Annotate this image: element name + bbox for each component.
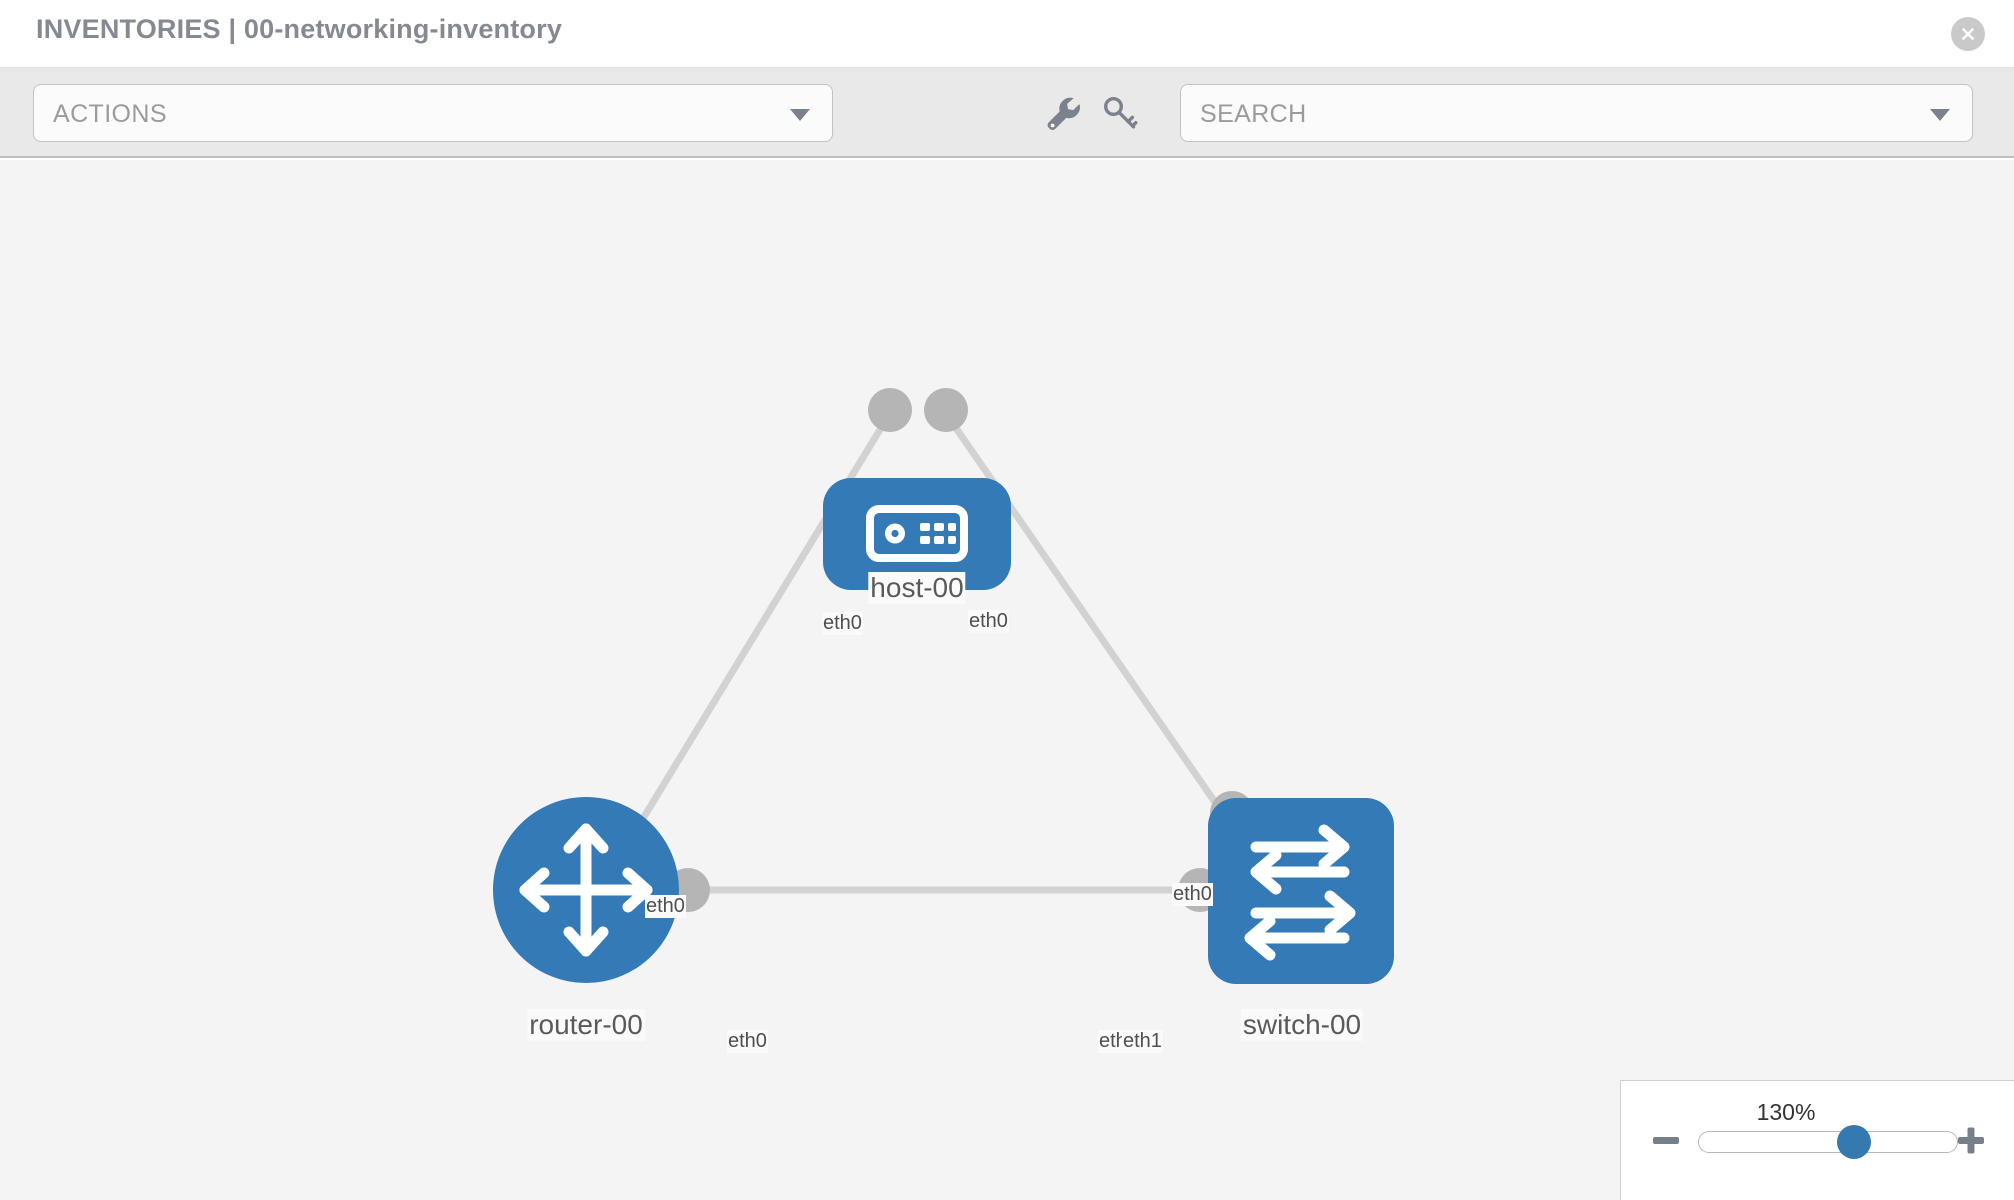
node-label-switch-00: switch-00 (1240, 1009, 1364, 1041)
zoom-out-button[interactable] (1649, 1123, 1683, 1157)
topology-canvas[interactable]: host-00 router-00 switch-00 eth0 eth0 et… (0, 160, 2014, 1200)
stub-host00-right (924, 388, 968, 432)
search-placeholder: SEARCH (1200, 100, 1307, 128)
page-title: INVENTORIES | 00-networking-inventory (36, 14, 563, 44)
zoom-in-button[interactable] (1954, 1123, 1988, 1157)
topology-links (611, 403, 1258, 894)
node-switch-00 (1208, 798, 1394, 984)
iface-label: eth1 (1122, 1030, 1163, 1053)
close-icon[interactable] (1951, 17, 1985, 51)
actions-dropdown-label: ACTIONS (53, 100, 167, 128)
switch-arrows-icon (1244, 824, 1356, 961)
link-host00-router00 (611, 403, 898, 868)
iface-label: eth0 (645, 895, 686, 918)
chevron-down-icon[interactable] (1930, 109, 1950, 121)
node-router-00 (493, 797, 679, 983)
iface-label: eth (1098, 1030, 1128, 1053)
iface-label: eth0 (1172, 883, 1213, 906)
node-host-00 (823, 478, 1011, 590)
router-arrows-icon (519, 823, 653, 957)
node-label-host-00: host-00 (868, 572, 966, 604)
wrench-icon[interactable] (1040, 90, 1086, 136)
actions-dropdown[interactable]: ACTIONS (33, 84, 833, 142)
node-label-router-00: router-00 (527, 1009, 645, 1041)
topology-graph (493, 388, 1394, 984)
topology-stubs (666, 388, 1254, 912)
search-input[interactable]: SEARCH (1180, 84, 1973, 142)
stub-host00-left (868, 388, 912, 432)
chevron-down-icon (790, 109, 810, 121)
iface-label: eth0 (727, 1030, 768, 1053)
zoom-percentage-label: 130% (1756, 1099, 1816, 1125)
zoom-control-panel: 130% (1620, 1080, 2014, 1200)
server-icon (866, 505, 968, 562)
key-icon[interactable] (1096, 90, 1142, 136)
window-header: INVENTORIES | 00-networking-inventory (0, 0, 2014, 68)
zoom-slider-track[interactable] (1698, 1131, 1958, 1153)
iface-label: eth0 (968, 610, 1009, 633)
iface-label: eth0 (822, 612, 863, 635)
zoom-slider-thumb[interactable] (1837, 1125, 1871, 1159)
